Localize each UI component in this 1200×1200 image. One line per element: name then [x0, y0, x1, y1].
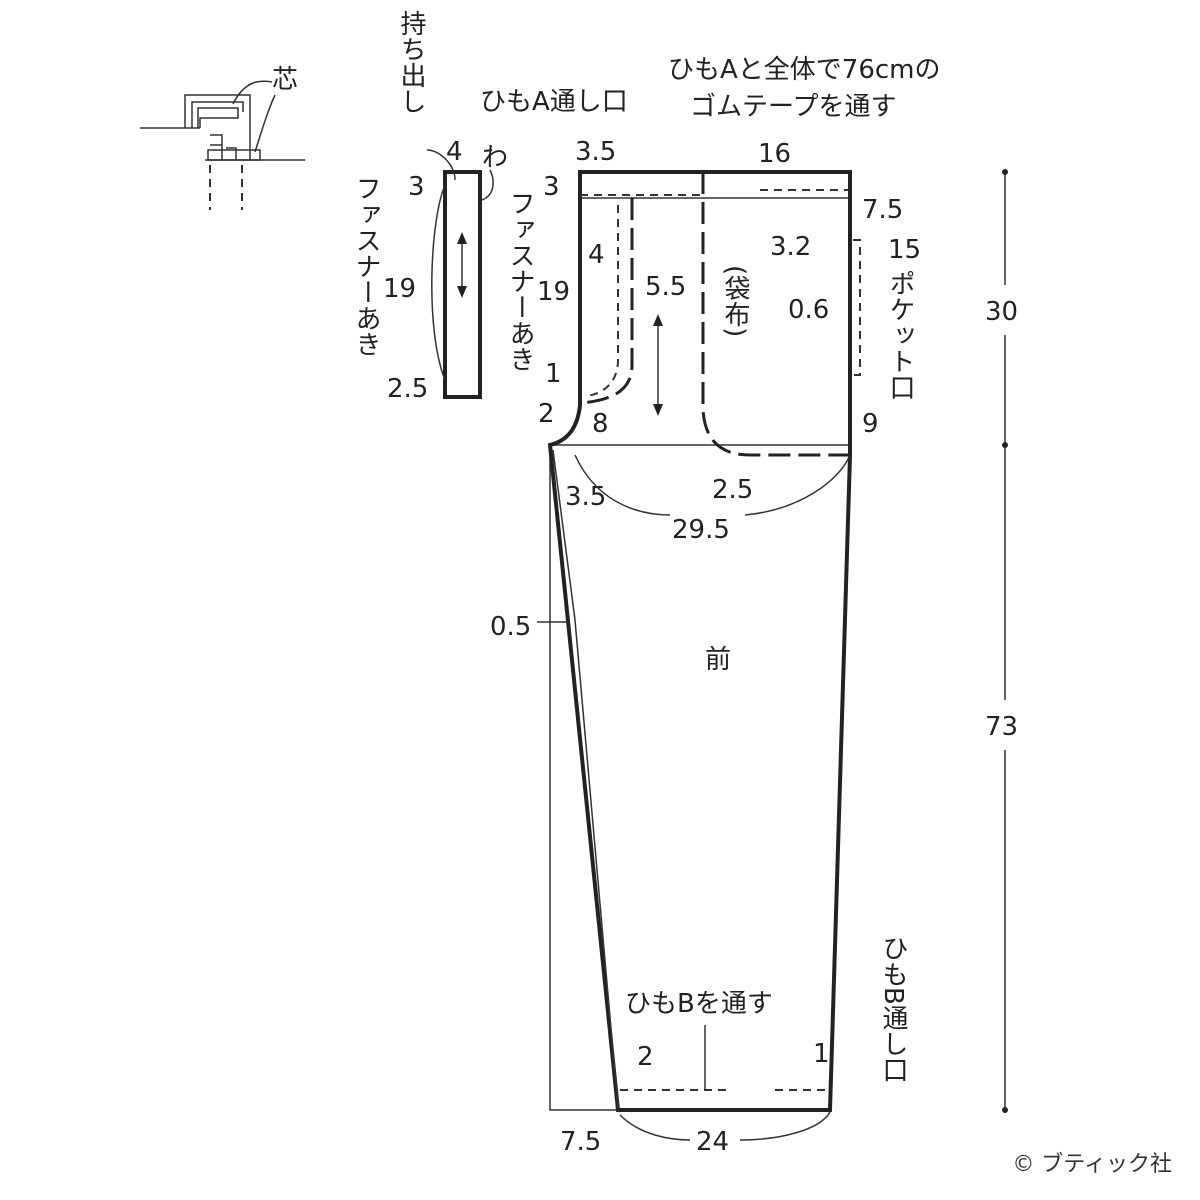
- waistband-width: 4: [446, 137, 463, 167]
- dim-9: 9: [862, 409, 879, 439]
- dim-8: 8: [592, 409, 609, 439]
- waistband-length: 19: [383, 274, 416, 304]
- dim-7-5-hem: 7.5: [560, 1127, 601, 1157]
- dim-29-5: 29.5: [672, 515, 730, 545]
- front-label: 前: [705, 645, 731, 675]
- dim-16: 16: [758, 139, 791, 169]
- dim-1-hem: 1: [813, 1039, 830, 1069]
- dim-3-5-top: 3.5: [575, 137, 616, 167]
- length-30: 30: [985, 297, 1018, 327]
- dim-3-2: 3.2: [770, 232, 811, 262]
- elastic-note-1: ひもAと全体で76cmの: [668, 55, 941, 85]
- dim-2-hem: 2: [637, 1042, 654, 1072]
- dim-7-5: 7.5: [862, 195, 903, 225]
- dim-24: 24: [696, 1127, 729, 1157]
- waistband-bottom: 2.5: [387, 374, 428, 404]
- tie-a-opening: ひもA通し口: [480, 87, 628, 117]
- core-label: 芯: [272, 65, 298, 95]
- waistband-top: 3: [408, 172, 425, 202]
- elastic-note-2: ゴムテープを通す: [690, 92, 896, 122]
- front-zip-opening: ファスナーあき: [505, 190, 535, 372]
- dim-1: 1: [545, 359, 562, 389]
- dim-4: 4: [588, 240, 605, 270]
- dim-15: 15: [888, 235, 921, 265]
- tie-b-opening: ひもB通し口: [878, 935, 908, 1083]
- dim-3-5: 3.5: [565, 482, 606, 512]
- pocket-opening-label: ポケット口: [885, 270, 915, 400]
- dim-2: 2: [538, 399, 555, 429]
- copyright: © ブティック社: [1012, 1152, 1172, 1177]
- dim-19: 19: [537, 277, 570, 307]
- dim-5-5: 5.5: [645, 272, 686, 302]
- waistband-piece: 持ち出し 4 わ 3 19 2.5 ファスナーあき: [351, 10, 508, 404]
- waistband-title: 持ち出し: [396, 10, 426, 114]
- dim-0-5: 0.5: [490, 612, 531, 642]
- pocket-bag-label: (袋布): [720, 265, 750, 337]
- dim-3: 3: [543, 172, 560, 202]
- tie-b-note: ひもBを通す: [625, 989, 773, 1019]
- length-dimension: 30 73: [985, 169, 1018, 1113]
- dim-2-5: 2.5: [712, 475, 753, 505]
- fold-label: わ: [482, 143, 508, 173]
- waistband-zip-opening: ファスナーあき: [351, 175, 381, 357]
- front-piece: 前 ひもA通し口 ひもAと全体で76cmの ゴムテープを通す 3.5 3 16 …: [480, 55, 941, 1157]
- dim-0-6: 0.6: [788, 295, 829, 325]
- length-73: 73: [985, 712, 1018, 742]
- waistband-detail-sketch: 芯: [140, 65, 305, 210]
